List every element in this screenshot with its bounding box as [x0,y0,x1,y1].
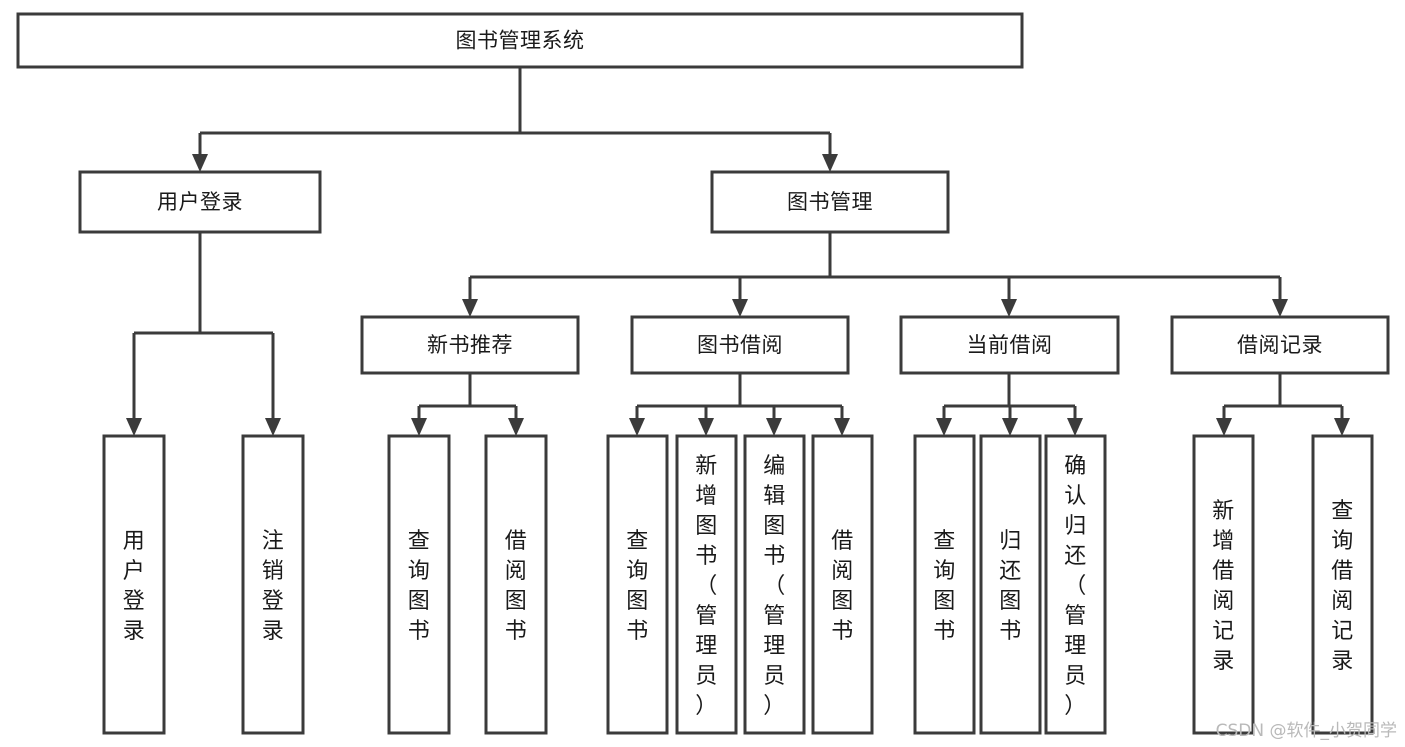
nodes-layer: 图书管理系统用户登录图书管理新书推荐图书借阅当前借阅借阅记录用户登录注销登录查询… [16,12,1390,735]
arrow-head-icon [822,154,838,172]
node-leaf-edit-book[interactable]: 编辑图书（管理员） [743,434,806,735]
node-leaf-query-book-br-box[interactable] [606,434,669,735]
arrow-head-icon [411,418,427,436]
arrow-head-icon [834,418,850,436]
node-leaf-query-borrow-rec-label: 查询借阅记录 [1331,499,1354,674]
arrow-head-icon [1272,299,1288,317]
node-new-book-rec-label: 新书推荐 [427,333,513,357]
node-leaf-borrow-book-br[interactable]: 借阅图书 [811,434,874,735]
arrow-head-icon [698,418,714,436]
node-leaf-query-book-rec[interactable]: 查询图书 [387,434,451,735]
arrow-head-icon [192,154,208,172]
node-root-box[interactable] [16,12,1024,69]
node-leaf-user-logout[interactable]: 注销登录 [241,434,305,735]
arrow-head-icon [766,418,782,436]
node-book-borrow-label: 图书借阅 [697,333,783,357]
arrow-head-icon [126,418,142,436]
arrow-head-icon [1216,418,1232,436]
node-leaf-query-book-br-label: 查询图书 [626,529,649,644]
arrow-head-icon [1002,418,1018,436]
node-leaf-user-logout-box[interactable] [241,434,305,735]
node-leaf-confirm-return-label: 确认归还（管理员） [1064,454,1087,719]
arrow-head-icon [629,418,645,436]
node-current-borrow-box[interactable] [899,315,1120,375]
node-leaf-return-book-label: 归还图书 [999,529,1022,644]
arrow-head-icon [732,299,748,317]
node-leaf-user-login[interactable]: 用户登录 [102,434,166,735]
node-book-manage-box[interactable] [710,170,950,234]
arrow-head-icon [462,299,478,317]
node-leaf-user-login-box[interactable] [102,434,166,735]
node-leaf-borrow-book-rec[interactable]: 借阅图书 [484,434,548,735]
watermark-text: CSDN @软件_小贺同学 [1215,721,1397,741]
arrow-head-icon [1001,299,1017,317]
node-borrow-record-label: 借阅记录 [1237,333,1323,357]
node-leaf-add-borrow-rec-label: 新增借阅记录 [1212,499,1235,674]
node-borrow-record-box[interactable] [1170,315,1390,375]
node-user-login-label: 用户登录 [157,190,243,214]
node-leaf-query-book-rec-box[interactable] [387,434,451,735]
node-leaf-query-book-cb[interactable]: 查询图书 [913,434,976,735]
node-leaf-query-book-cb-box[interactable] [913,434,976,735]
node-leaf-confirm-return-box[interactable] [1044,434,1107,735]
node-book-borrow-box[interactable] [630,315,850,375]
node-leaf-add-book-label: 新增图书（管理员） [695,454,718,719]
node-leaf-query-borrow-rec-box[interactable] [1311,434,1374,735]
node-leaf-borrow-book-br-label: 借阅图书 [831,529,854,644]
node-root-label: 图书管理系统 [456,29,585,53]
node-leaf-user-logout-label: 注销登录 [262,529,285,644]
node-leaf-query-book-cb-label: 查询图书 [933,529,956,644]
node-current-borrow-label: 当前借阅 [967,333,1053,357]
node-leaf-add-book-box[interactable] [675,434,738,735]
node-leaf-add-book[interactable]: 新增图书（管理员） [675,434,738,735]
node-leaf-return-book[interactable]: 归还图书 [979,434,1042,735]
node-leaf-query-book-rec-label: 查询图书 [408,529,431,644]
node-borrow-record[interactable]: 借阅记录 [1170,315,1390,375]
node-root[interactable]: 图书管理系统 [16,12,1024,69]
node-leaf-return-book-box[interactable] [979,434,1042,735]
node-current-borrow[interactable]: 当前借阅 [899,315,1120,375]
node-leaf-edit-book-box[interactable] [743,434,806,735]
arrow-head-icon [936,418,952,436]
node-leaf-borrow-book-rec-box[interactable] [484,434,548,735]
node-user-login[interactable]: 用户登录 [78,170,322,234]
node-leaf-add-borrow-rec-box[interactable] [1192,434,1255,735]
node-new-book-rec[interactable]: 新书推荐 [360,315,580,375]
arrow-head-icon [265,418,281,436]
node-leaf-query-book-br[interactable]: 查询图书 [606,434,669,735]
node-new-book-rec-box[interactable] [360,315,580,375]
node-user-login-box[interactable] [78,170,322,234]
arrow-head-icon [1334,418,1350,436]
node-leaf-confirm-return[interactable]: 确认归还（管理员） [1044,434,1107,735]
node-book-manage-label: 图书管理 [787,190,873,214]
node-leaf-edit-book-label: 编辑图书（管理员） [763,454,786,719]
node-leaf-borrow-book-rec-label: 借阅图书 [505,529,528,644]
node-book-manage[interactable]: 图书管理 [710,170,950,234]
node-leaf-user-login-label: 用户登录 [123,529,146,644]
node-leaf-add-borrow-rec[interactable]: 新增借阅记录 [1192,434,1255,735]
arrow-head-icon [1067,418,1083,436]
node-leaf-query-borrow-rec[interactable]: 查询借阅记录 [1311,434,1374,735]
connectors-layer [126,67,1350,436]
arrow-head-icon [508,418,524,436]
node-leaf-borrow-book-br-box[interactable] [811,434,874,735]
node-book-borrow[interactable]: 图书借阅 [630,315,850,375]
